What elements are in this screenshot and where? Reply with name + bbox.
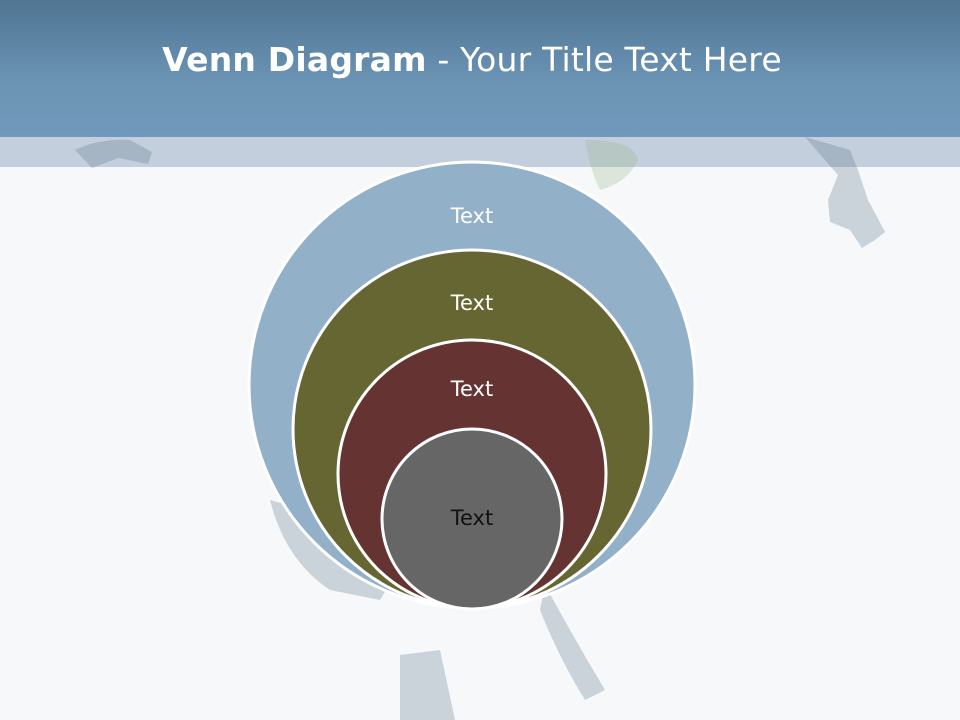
title-rest-part: - Your Title Text Here bbox=[426, 40, 782, 79]
third-circle-label: Text bbox=[450, 377, 494, 401]
title-bold-part: Venn Diagram bbox=[162, 40, 427, 79]
slide-title: Venn Diagram - Your Title Text Here bbox=[0, 40, 944, 79]
title-bar bbox=[0, 0, 960, 137]
inner-circle[interactable] bbox=[380, 427, 564, 611]
outer-circle-label: Text bbox=[450, 204, 494, 228]
second-circle-label: Text bbox=[450, 291, 494, 315]
inner-circle-label: Text bbox=[450, 506, 494, 530]
